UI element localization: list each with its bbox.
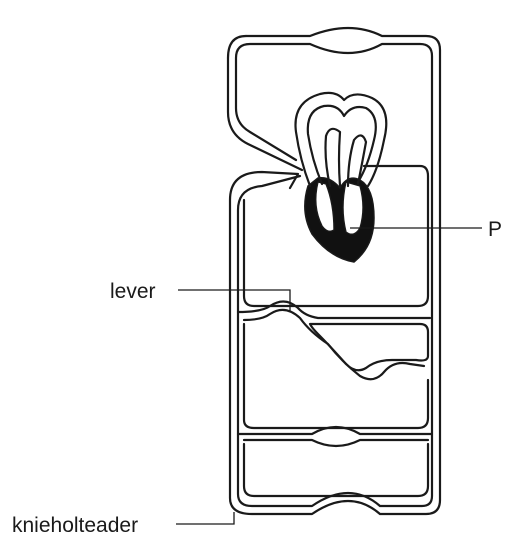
lever-label: lever xyxy=(110,280,156,303)
outer-loop-inner-wall xyxy=(236,44,432,506)
bottom-organ-box xyxy=(244,444,428,496)
knieholteader-label: knieholteader xyxy=(12,514,138,537)
heart-inner-stem-left xyxy=(326,129,341,186)
heart-channel-right xyxy=(343,182,363,234)
lever-leader-line xyxy=(178,290,290,312)
p-label: P xyxy=(488,218,502,241)
heart-body xyxy=(305,178,374,262)
heart xyxy=(305,178,374,262)
knieholteader-leader-line xyxy=(176,512,234,524)
lever-box xyxy=(244,324,428,428)
mid-wave-lower xyxy=(244,440,428,446)
upper-branch-inner xyxy=(228,58,302,170)
lever-boundary-lower xyxy=(244,310,424,379)
